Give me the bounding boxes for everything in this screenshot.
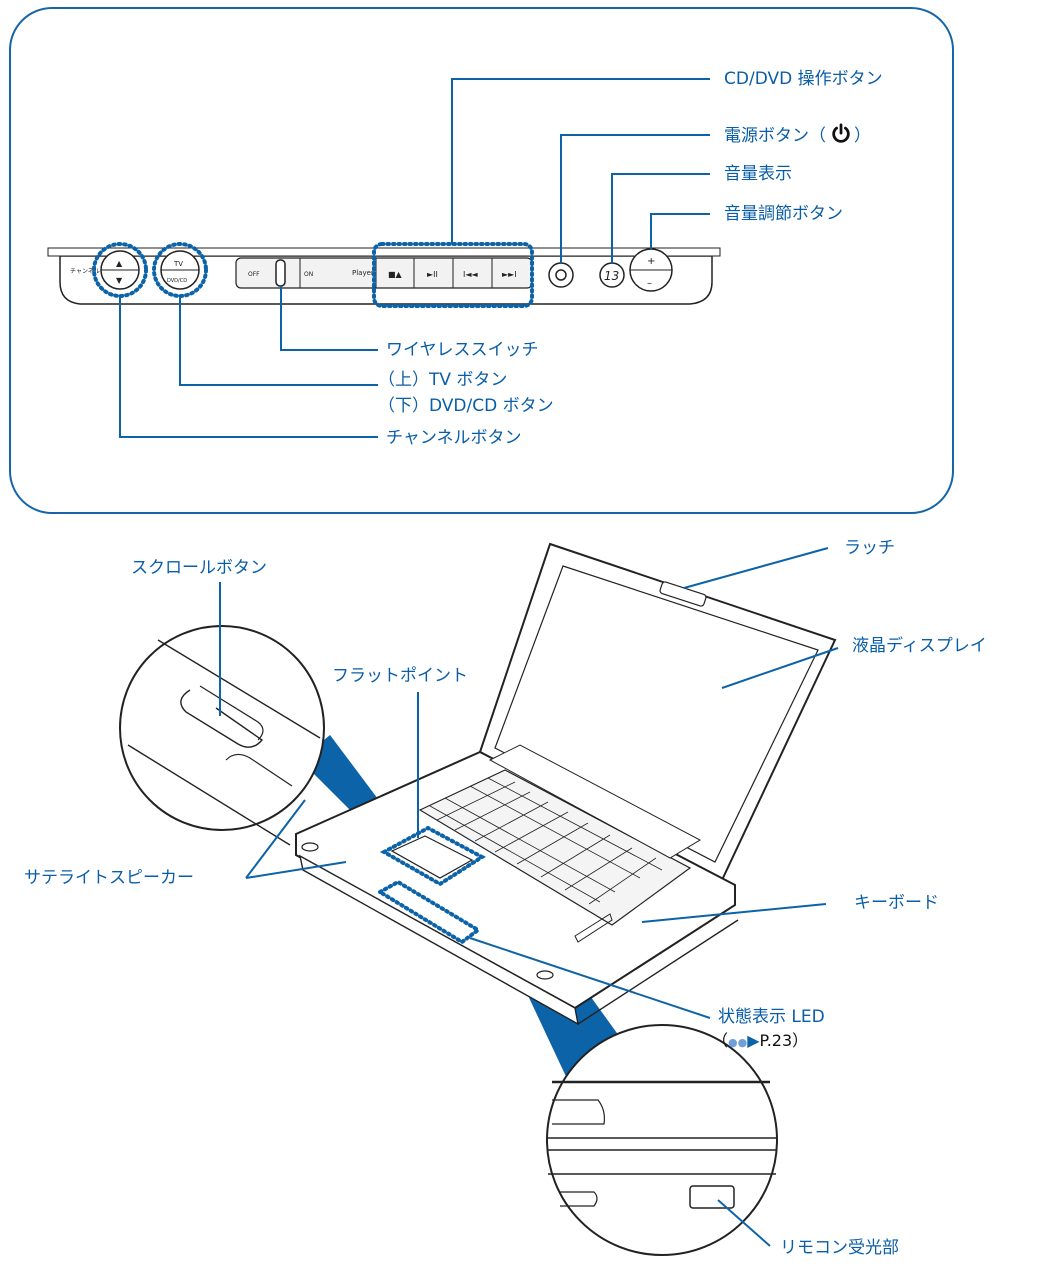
label-tv-button: （上）TV ボタン xyxy=(378,370,508,390)
svg-text:▲: ▲ xyxy=(116,259,123,268)
svg-text:Player: Player xyxy=(352,269,374,277)
label-power-button: 電源ボタン（ ） xyxy=(724,123,871,146)
label-dvd-cd-button: （下）DVD/CD ボタン xyxy=(378,396,554,416)
label-status-led-ref: （●●▶P.23） xyxy=(712,1031,808,1053)
svg-text:ON: ON xyxy=(304,271,313,278)
laptop-base xyxy=(295,744,739,1026)
label-volume-buttons: 音量調節ボタン xyxy=(724,204,843,224)
svg-text:–: – xyxy=(647,278,652,289)
svg-text:チャンネル: チャンネル xyxy=(70,268,100,275)
status-led-ref-open: （ xyxy=(712,1031,729,1050)
label-cd-dvd-buttons: CD/DVD 操作ボタン xyxy=(724,69,883,89)
label-flat-point: フラットポイント xyxy=(332,666,468,686)
label-keyboard: キーボード xyxy=(854,893,939,913)
label-remote-receiver: リモコン受光部 xyxy=(780,1238,899,1258)
label-channel-button: チャンネルボタン xyxy=(386,428,522,448)
label-scroll-button: スクロールボタン xyxy=(131,558,267,578)
status-led-ref-close: ） xyxy=(792,1031,809,1050)
svg-text:►II: ►II xyxy=(427,270,438,279)
svg-text:I◄◄: I◄◄ xyxy=(463,270,479,279)
status-led-ref-page: P.23 xyxy=(759,1031,793,1050)
label-wireless-switch: ワイヤレススイッチ xyxy=(386,340,539,360)
panel-leader-lines xyxy=(119,78,710,438)
reference-arrow-icon: ▶ xyxy=(747,1031,760,1050)
label-status-led: 状態表示 LED xyxy=(718,1007,825,1027)
scroll-zoom-circle xyxy=(119,625,325,846)
power-icon xyxy=(832,123,850,143)
label-lcd-display: 液晶ディスプレイ xyxy=(852,636,987,656)
dots-icon: ●● xyxy=(728,1036,748,1049)
label-satellite-speakers: サテライトスピーカー xyxy=(24,868,194,888)
power-button-label-close: ） xyxy=(854,126,871,146)
svg-text:13: 13 xyxy=(604,269,619,283)
svg-text:■▲: ■▲ xyxy=(388,270,403,279)
power-button-label-text: 電源ボタン（ xyxy=(724,126,826,146)
front-button-strip: OFF ON Player ■▲ ►II I◄◄ ►►I ▲ ▼ チャンネル T… xyxy=(47,247,721,305)
laptop-highlights xyxy=(376,825,486,945)
svg-text:►►I: ►►I xyxy=(502,270,517,279)
svg-text:+: + xyxy=(647,256,655,267)
svg-text:DVD/CD: DVD/CD xyxy=(167,278,187,284)
laptop-leader-lines xyxy=(219,547,839,1247)
svg-text:▼: ▼ xyxy=(116,276,123,285)
label-latch: ラッチ xyxy=(844,538,895,558)
label-volume-indicator: 音量表示 xyxy=(724,164,792,184)
remote-zoom-circle xyxy=(546,1024,778,1256)
svg-text:OFF: OFF xyxy=(248,271,260,278)
svg-text:TV: TV xyxy=(173,260,183,268)
